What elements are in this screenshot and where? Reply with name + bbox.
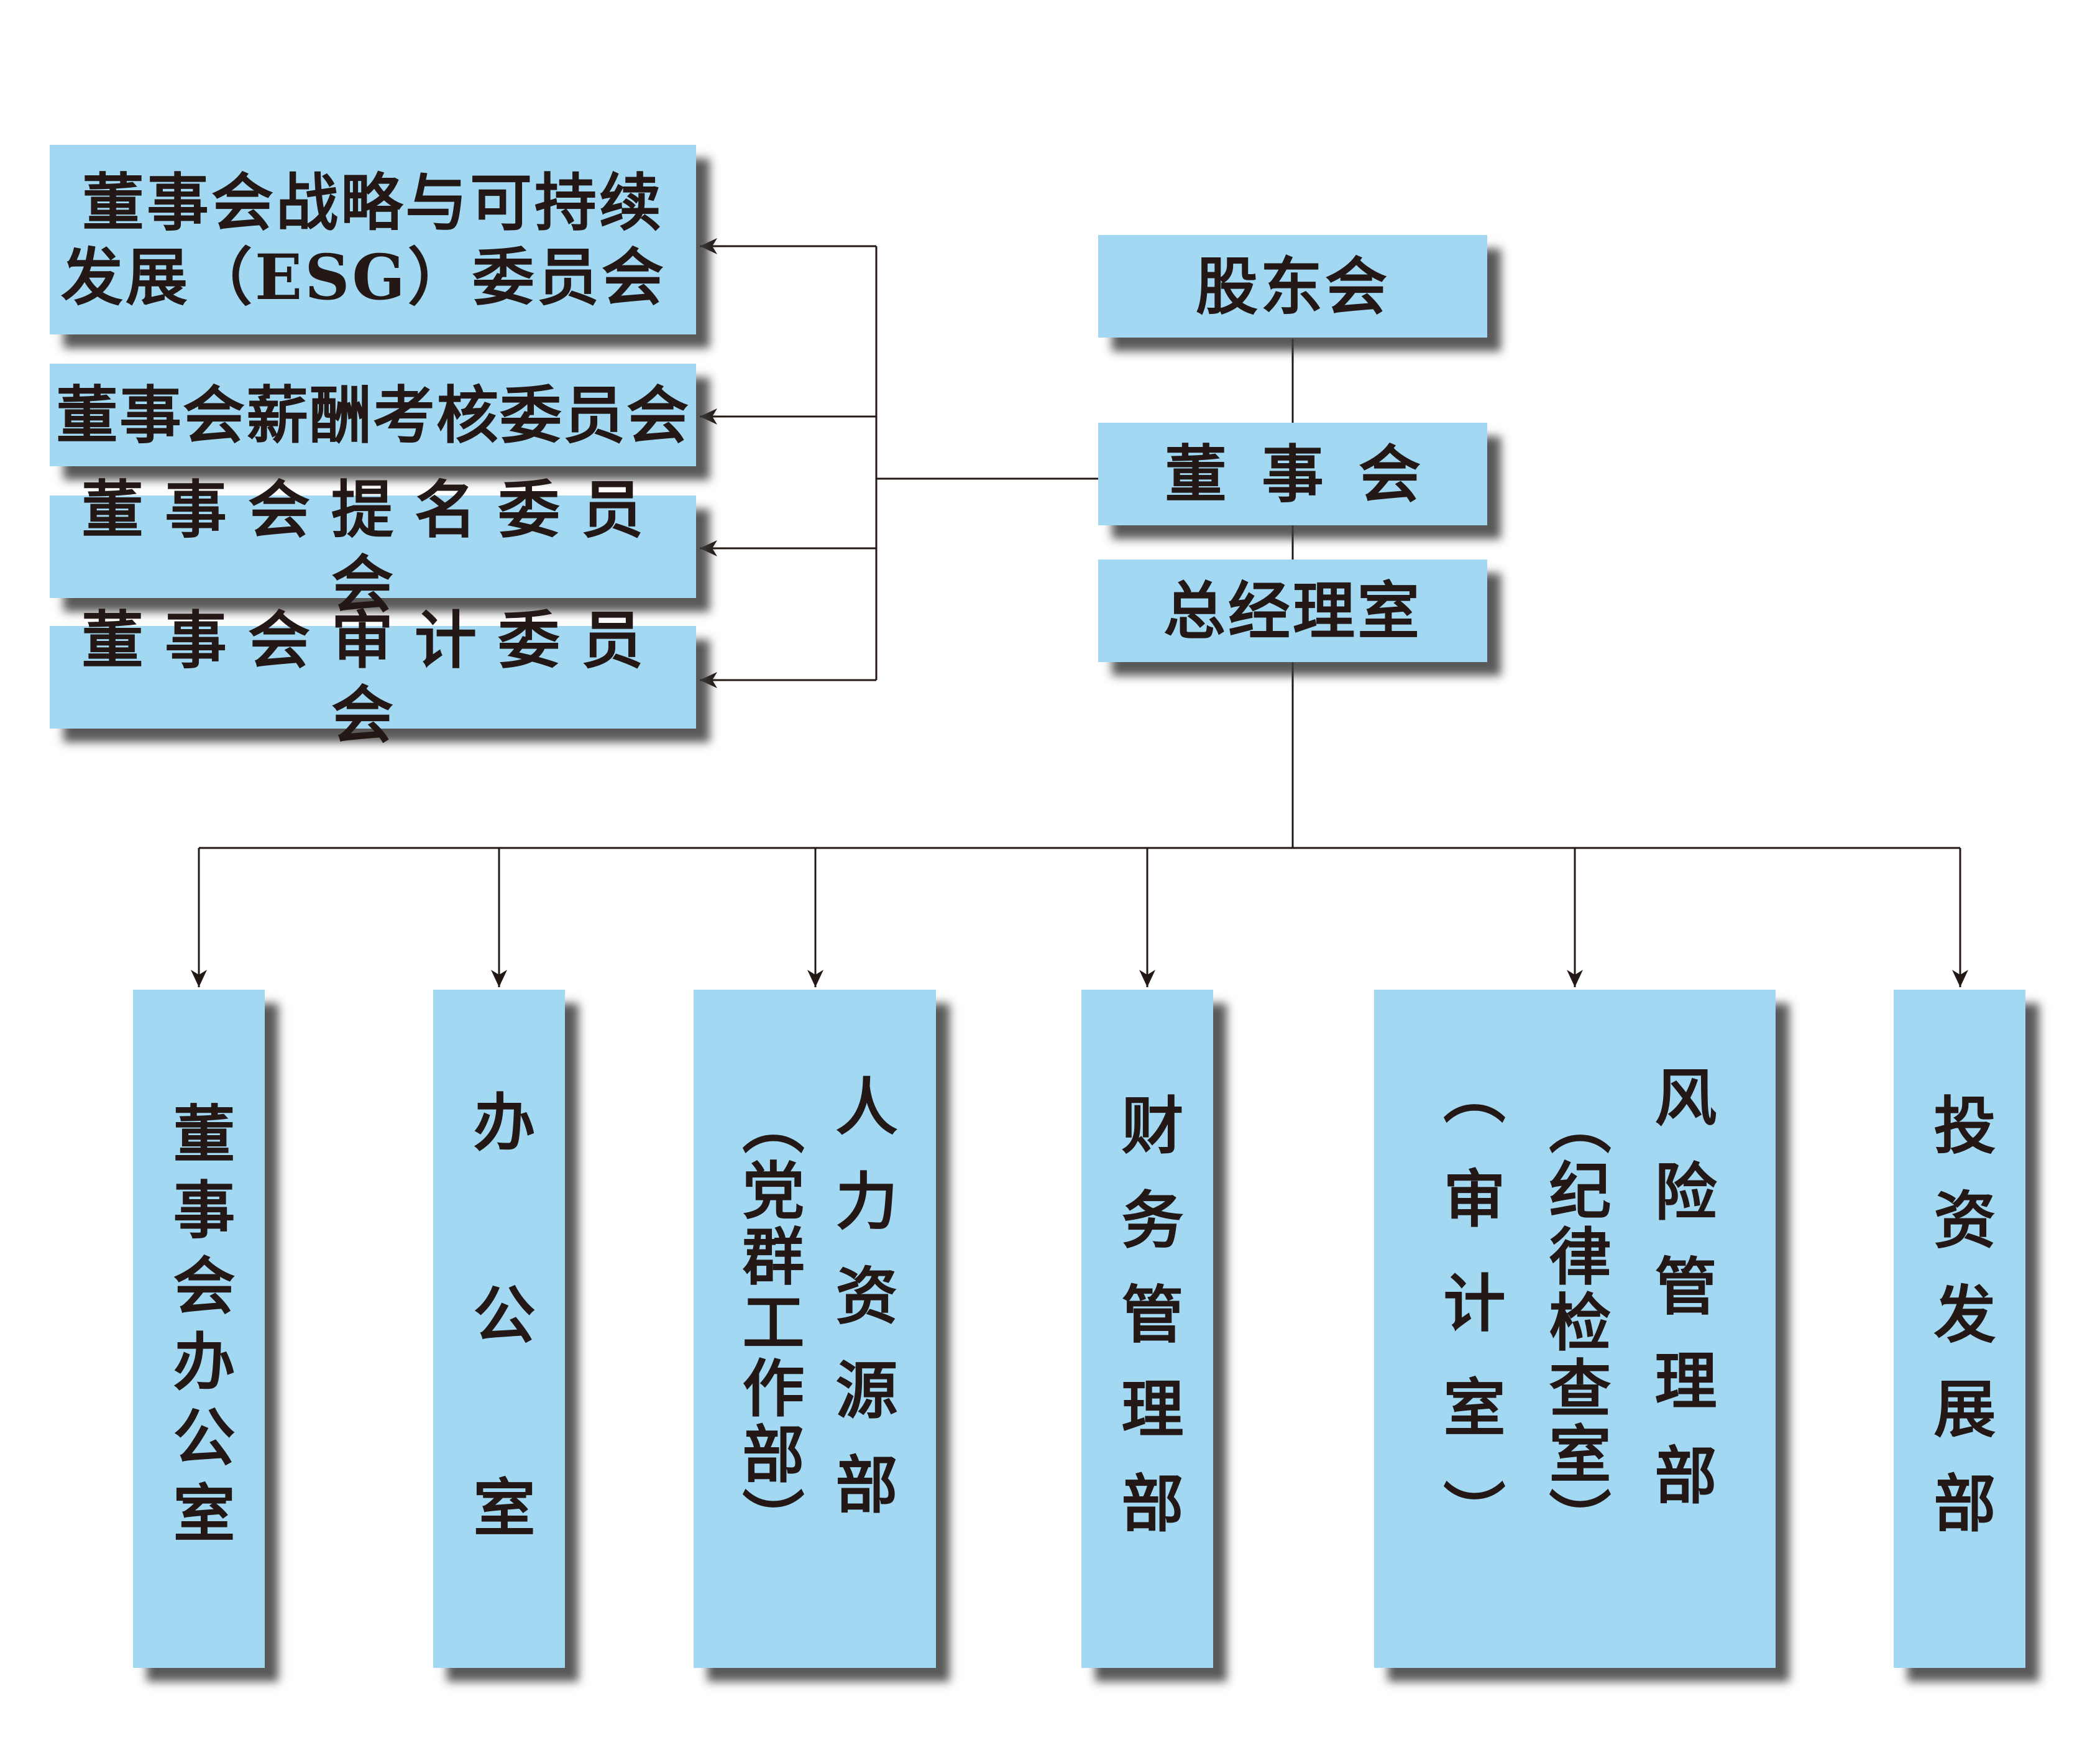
committee-nomination-label: 董事会提名委员会 <box>81 472 664 621</box>
committee-strategy-esg: 董事会战略与可持续 发展（ESG）委员会 <box>50 145 696 334</box>
gm-office-label: 总经理室 <box>1163 574 1422 648</box>
dept-office-label: 办公室 <box>462 1089 536 1668</box>
dept-board-office-label: 董事会办公室 <box>162 1101 236 1557</box>
board-label: 董事会 <box>1165 437 1456 511</box>
dept-investment: 投资发展部 <box>1894 990 2025 1668</box>
committee-nomination: 董事会提名委员会 <box>50 473 696 621</box>
dept-risk-main-label: 风险管理部 <box>1644 1064 1717 1537</box>
dept-office: 办公室 <box>433 990 565 1668</box>
dept-risk-audit-label: （审计室） <box>1433 1061 1506 1584</box>
committee-audit-label: 董事会审计委员会 <box>81 603 664 752</box>
board-of-directors: 董事会 <box>1098 423 1487 525</box>
dept-finance-label: 财务管理部 <box>1111 1092 1184 1565</box>
dept-risk: （审计室） （纪律检查室） 风险管理部 <box>1374 990 1776 1668</box>
committee-strategy-esg-line2: 发展（ESG）委员会 <box>61 240 666 314</box>
committee-strategy-esg-line1: 董事会战略与可持续 <box>82 165 664 239</box>
dept-investment-label: 投资发展部 <box>1923 1092 1996 1565</box>
committee-audit: 董事会审计委员会 <box>50 604 696 752</box>
dept-hr-sub-label: （党群工作部） <box>731 1092 805 1554</box>
dept-hr: （党群工作部） 人力资源部 <box>694 990 936 1668</box>
dept-hr-main-label: 人力资源部 <box>825 1074 898 1547</box>
committee-compensation: 董事会薪酬考核委员会 <box>50 364 696 466</box>
dept-finance: 财务管理部 <box>1081 990 1213 1668</box>
shareholders-meeting: 股东会 <box>1098 235 1487 338</box>
shareholders-label: 股东会 <box>1196 249 1390 323</box>
dept-board-office: 董事会办公室 <box>133 990 265 1668</box>
committee-compensation-label: 董事会薪酬考核委员会 <box>56 378 690 452</box>
dept-risk-discipline-label: （纪律检查室） <box>1538 1092 1612 1554</box>
gm-office: 总经理室 <box>1098 559 1487 662</box>
